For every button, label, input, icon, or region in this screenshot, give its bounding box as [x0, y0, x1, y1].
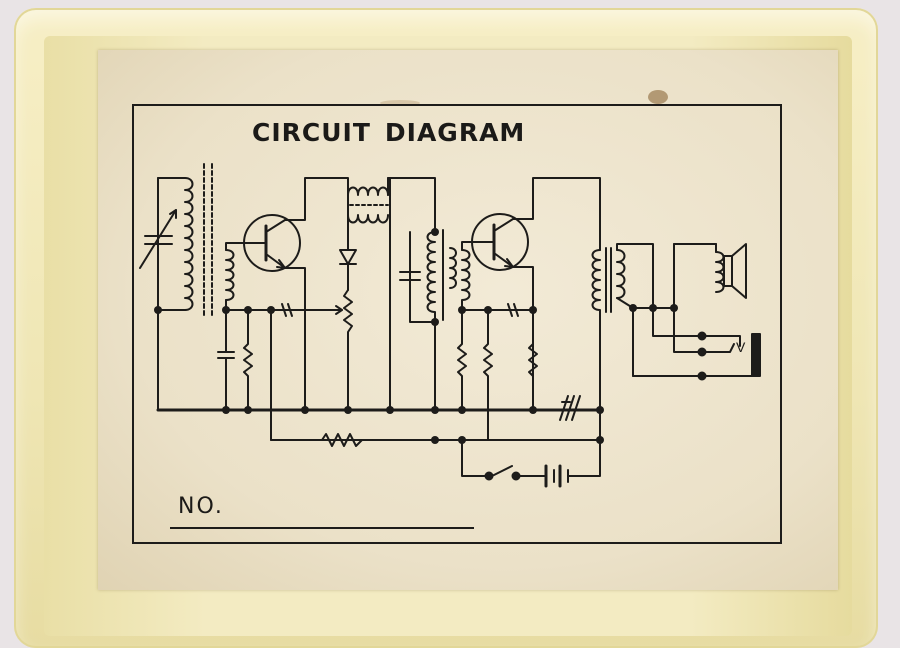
- if-transformer-1: [389, 177, 444, 411]
- resistor-bias-4: [528, 309, 538, 377]
- bypass-capacitor-1: [217, 309, 235, 411]
- earphone-jack: [632, 307, 761, 381]
- output-transformer: [591, 243, 654, 411]
- battery-symbol: [518, 439, 601, 488]
- meter-mark: V: [736, 339, 746, 355]
- title-word-circuit: CIRCUIT: [252, 118, 371, 147]
- junction-dots: [154, 228, 678, 444]
- wire-t2-collector: [512, 177, 601, 251]
- base-coil-1: [225, 242, 247, 311]
- wire-t1-collector: [284, 177, 349, 231]
- resistor-bias-2: [457, 309, 467, 411]
- diode-symbol: [339, 229, 357, 291]
- circuit-schematic: V: [139, 163, 761, 488]
- diagram-frame: [132, 104, 782, 544]
- variable-capacitor-symbol: [139, 209, 177, 269]
- feedback-resistor: [309, 433, 373, 447]
- resistor-bias-3: [483, 309, 493, 441]
- transistor-1-symbol: [243, 214, 301, 272]
- wire-t1-emitter: [284, 267, 306, 411]
- transistor-2-symbol: [471, 213, 529, 271]
- diagram-card: [98, 50, 838, 590]
- wire-t2-emitter: [512, 266, 534, 411]
- small-capacitor-2: [507, 303, 519, 317]
- diagram-title: CIRCUIT DIAGRAM: [252, 118, 539, 147]
- power-switch: [461, 439, 521, 481]
- number-label: NO.: [178, 494, 224, 519]
- title-word-diagram: DIAGRAM: [384, 118, 526, 147]
- base-coil-2: [449, 241, 475, 311]
- oscillator-coil: [347, 177, 436, 231]
- number-write-line: [170, 527, 474, 529]
- speaker-symbol: [652, 243, 747, 309]
- card-stain: [648, 90, 668, 104]
- volume-potentiometer: [329, 289, 353, 411]
- resistor-bias-1: [243, 309, 253, 411]
- tuning-coil-group: [157, 163, 213, 411]
- card-stain-small: [380, 100, 420, 106]
- small-capacitor-1: [281, 303, 293, 317]
- ground-capacitor-bank: [559, 395, 581, 421]
